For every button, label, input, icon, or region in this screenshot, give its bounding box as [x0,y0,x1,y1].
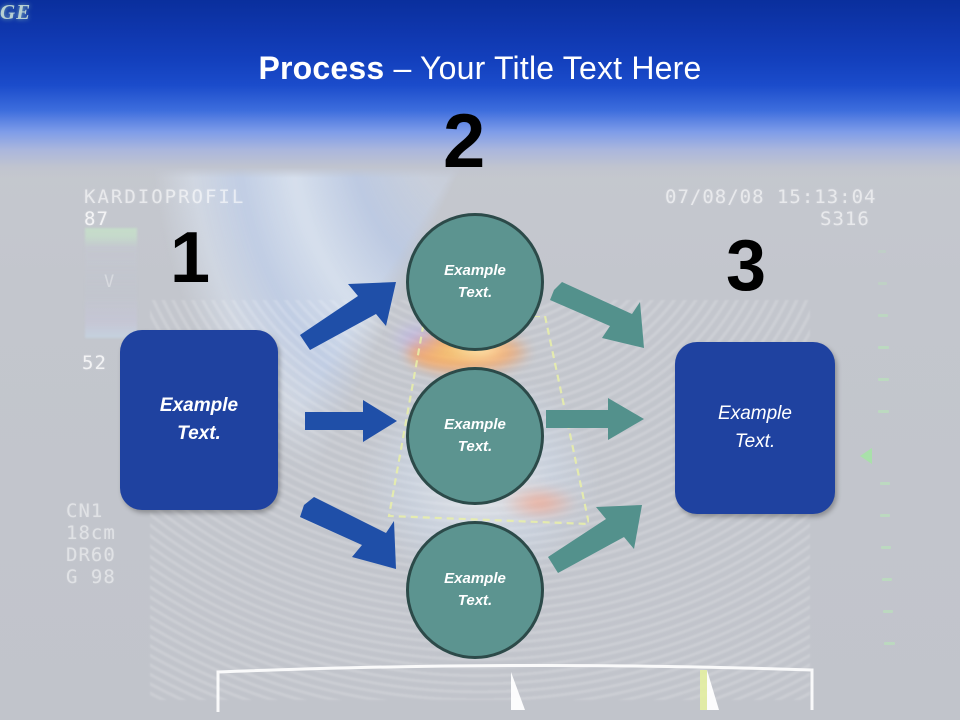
step-number-2: 2 [443,99,486,184]
process-circle-top-text: Example Text. [444,260,506,305]
process-circle-bottom[interactable]: Example Text. [406,521,544,659]
step-number-1: 1 [170,218,211,298]
arrow-up-right-teal[interactable] [548,505,648,575]
arrow-down-right-blue[interactable] [300,497,400,575]
overlay-datetime: 07/08/08 15:13:04 [665,186,877,208]
gain-bar-letter: V [104,272,115,292]
arrow-up-right-blue[interactable] [300,280,400,350]
process-circle-middle-line1: Example [444,415,506,433]
process-circle-middle-line2: Text. [457,438,493,455]
measurement-trapezoid-overlay [383,316,589,528]
header-gradient-band [0,0,960,178]
arrow-right-blue[interactable] [305,400,397,442]
process-box-left-line1: Example [159,395,239,417]
process-circle-middle-text: Example Text. [444,414,506,459]
overlay-dynamic-range: DR60 [66,544,116,566]
overlay-probe: CN1 [66,500,104,522]
vendor-logo-ge: GE [0,0,32,24]
timeline-baseline-overlay [215,660,815,718]
process-box-left[interactable]: Example Text. [120,330,278,510]
process-box-right[interactable]: Example Text. [675,342,835,514]
process-circle-top-line2: Text. [457,284,493,301]
process-box-right-line2: Text. [734,431,776,452]
doppler-blob-salmon [505,488,575,518]
process-circle-bottom-text: Example Text. [444,568,506,613]
arrow-right-teal[interactable] [546,398,644,440]
process-circle-bottom-line1: Example [444,569,506,587]
overlay-value-bottom: 52 [82,352,107,374]
process-circle-bottom-line2: Text. [457,592,493,609]
depth-scale [876,250,902,670]
process-box-left-text: Example Text. [160,392,238,447]
page-title-rest: Your Title Text Here [420,50,702,86]
overlay-depth: 18cm [66,522,116,544]
overlay-preset-label: KARDIOPROFIL [84,186,246,208]
step-number-3: 3 [726,226,767,306]
gain-color-bar [85,228,137,338]
overlay-gain: G 98 [66,566,116,588]
overlay-study-id: S316 [820,208,870,230]
process-box-left-line2: Text. [177,423,221,444]
process-circle-top[interactable]: Example Text. [406,213,544,351]
process-box-right-line1: Example [718,403,792,425]
page-title-dash: – [384,50,421,86]
arrow-down-right-teal[interactable] [550,282,652,354]
process-circle-middle[interactable]: Example Text. [406,367,544,505]
depth-focus-marker-icon [860,448,872,464]
overlay-value-top: 87 [84,208,109,230]
process-box-right-text: Example Text. [718,400,792,455]
process-circle-top-line1: Example [444,261,506,279]
page-title-bold-part: Process [258,50,385,86]
page-title: Process – Your Title Text Here [0,50,960,87]
